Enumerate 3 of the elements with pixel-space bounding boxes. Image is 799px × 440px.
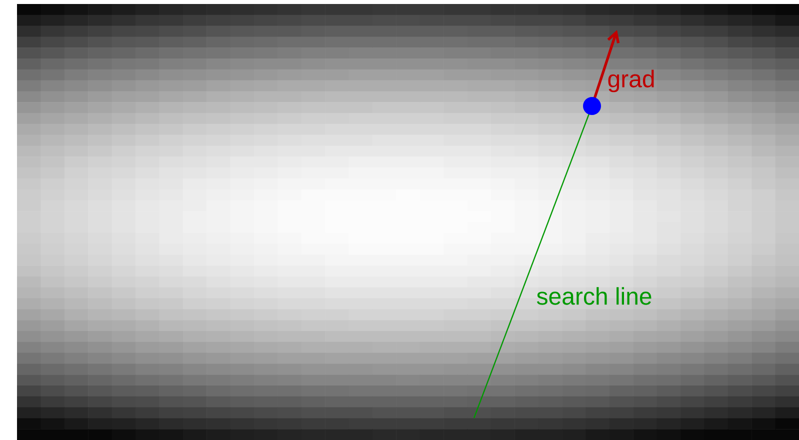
grad-label: grad — [608, 70, 654, 92]
line-label: search line — [536, 287, 652, 305]
point-dot — [583, 97, 601, 115]
